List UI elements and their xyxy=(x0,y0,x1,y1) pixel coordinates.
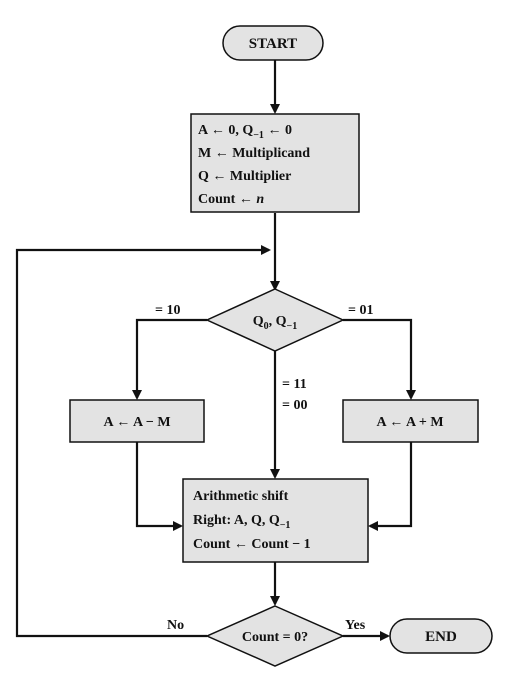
add-label: A ← A + M xyxy=(376,415,443,430)
shift-line-3: Count ← Count − 1 xyxy=(193,537,311,552)
add-box: A ← A + M xyxy=(342,399,479,443)
start-node: START xyxy=(222,25,324,61)
shift-box: Arithmetic shift Right: A, Q, Q−1 Count … xyxy=(182,478,369,563)
end-label: END xyxy=(425,629,457,645)
branch-label-yes: Yes xyxy=(345,618,366,633)
init-line-1: A ← 0, Q−1 ← 0 xyxy=(198,123,292,141)
edge-q-to-add xyxy=(343,318,416,400)
edge-label-01: = 01 xyxy=(348,303,373,318)
decision-q-node: Q0, Q−1 xyxy=(205,288,345,352)
subtract-label: A ← A − M xyxy=(103,415,170,430)
shift-line-1: Arithmetic shift xyxy=(193,489,289,504)
connectors xyxy=(15,60,416,641)
init-line-3: Q ← Multiplier xyxy=(198,169,291,184)
edge-sub-to-shift xyxy=(135,442,183,531)
init-line-2: M ← Multiplicand xyxy=(198,146,310,161)
init-line-4: Count ← n xyxy=(198,192,264,207)
edge-label-10: = 10 xyxy=(155,303,180,318)
decision-count-node: Count = 0? xyxy=(205,605,345,667)
shift-line-2: Right: A, Q, Q−1 xyxy=(193,513,290,531)
edge-q-to-sub xyxy=(132,318,207,400)
edge-label-11: = 11 xyxy=(282,377,307,392)
edge-label-00: = 00 xyxy=(282,398,307,413)
edge-add-to-shift xyxy=(368,442,413,531)
init-box: A ← 0, Q−1 ← 0 M ← Multiplicand Q ← Mult… xyxy=(190,113,360,213)
edge-loop-back xyxy=(15,245,271,638)
end-node: END xyxy=(389,618,493,654)
decision-q-label: Q0, Q−1 xyxy=(253,314,297,332)
decision-count-label: Count = 0? xyxy=(242,630,308,645)
branch-label-no: No xyxy=(167,618,184,633)
start-label: START xyxy=(249,36,297,52)
subtract-box: A ← A − M xyxy=(69,399,205,443)
